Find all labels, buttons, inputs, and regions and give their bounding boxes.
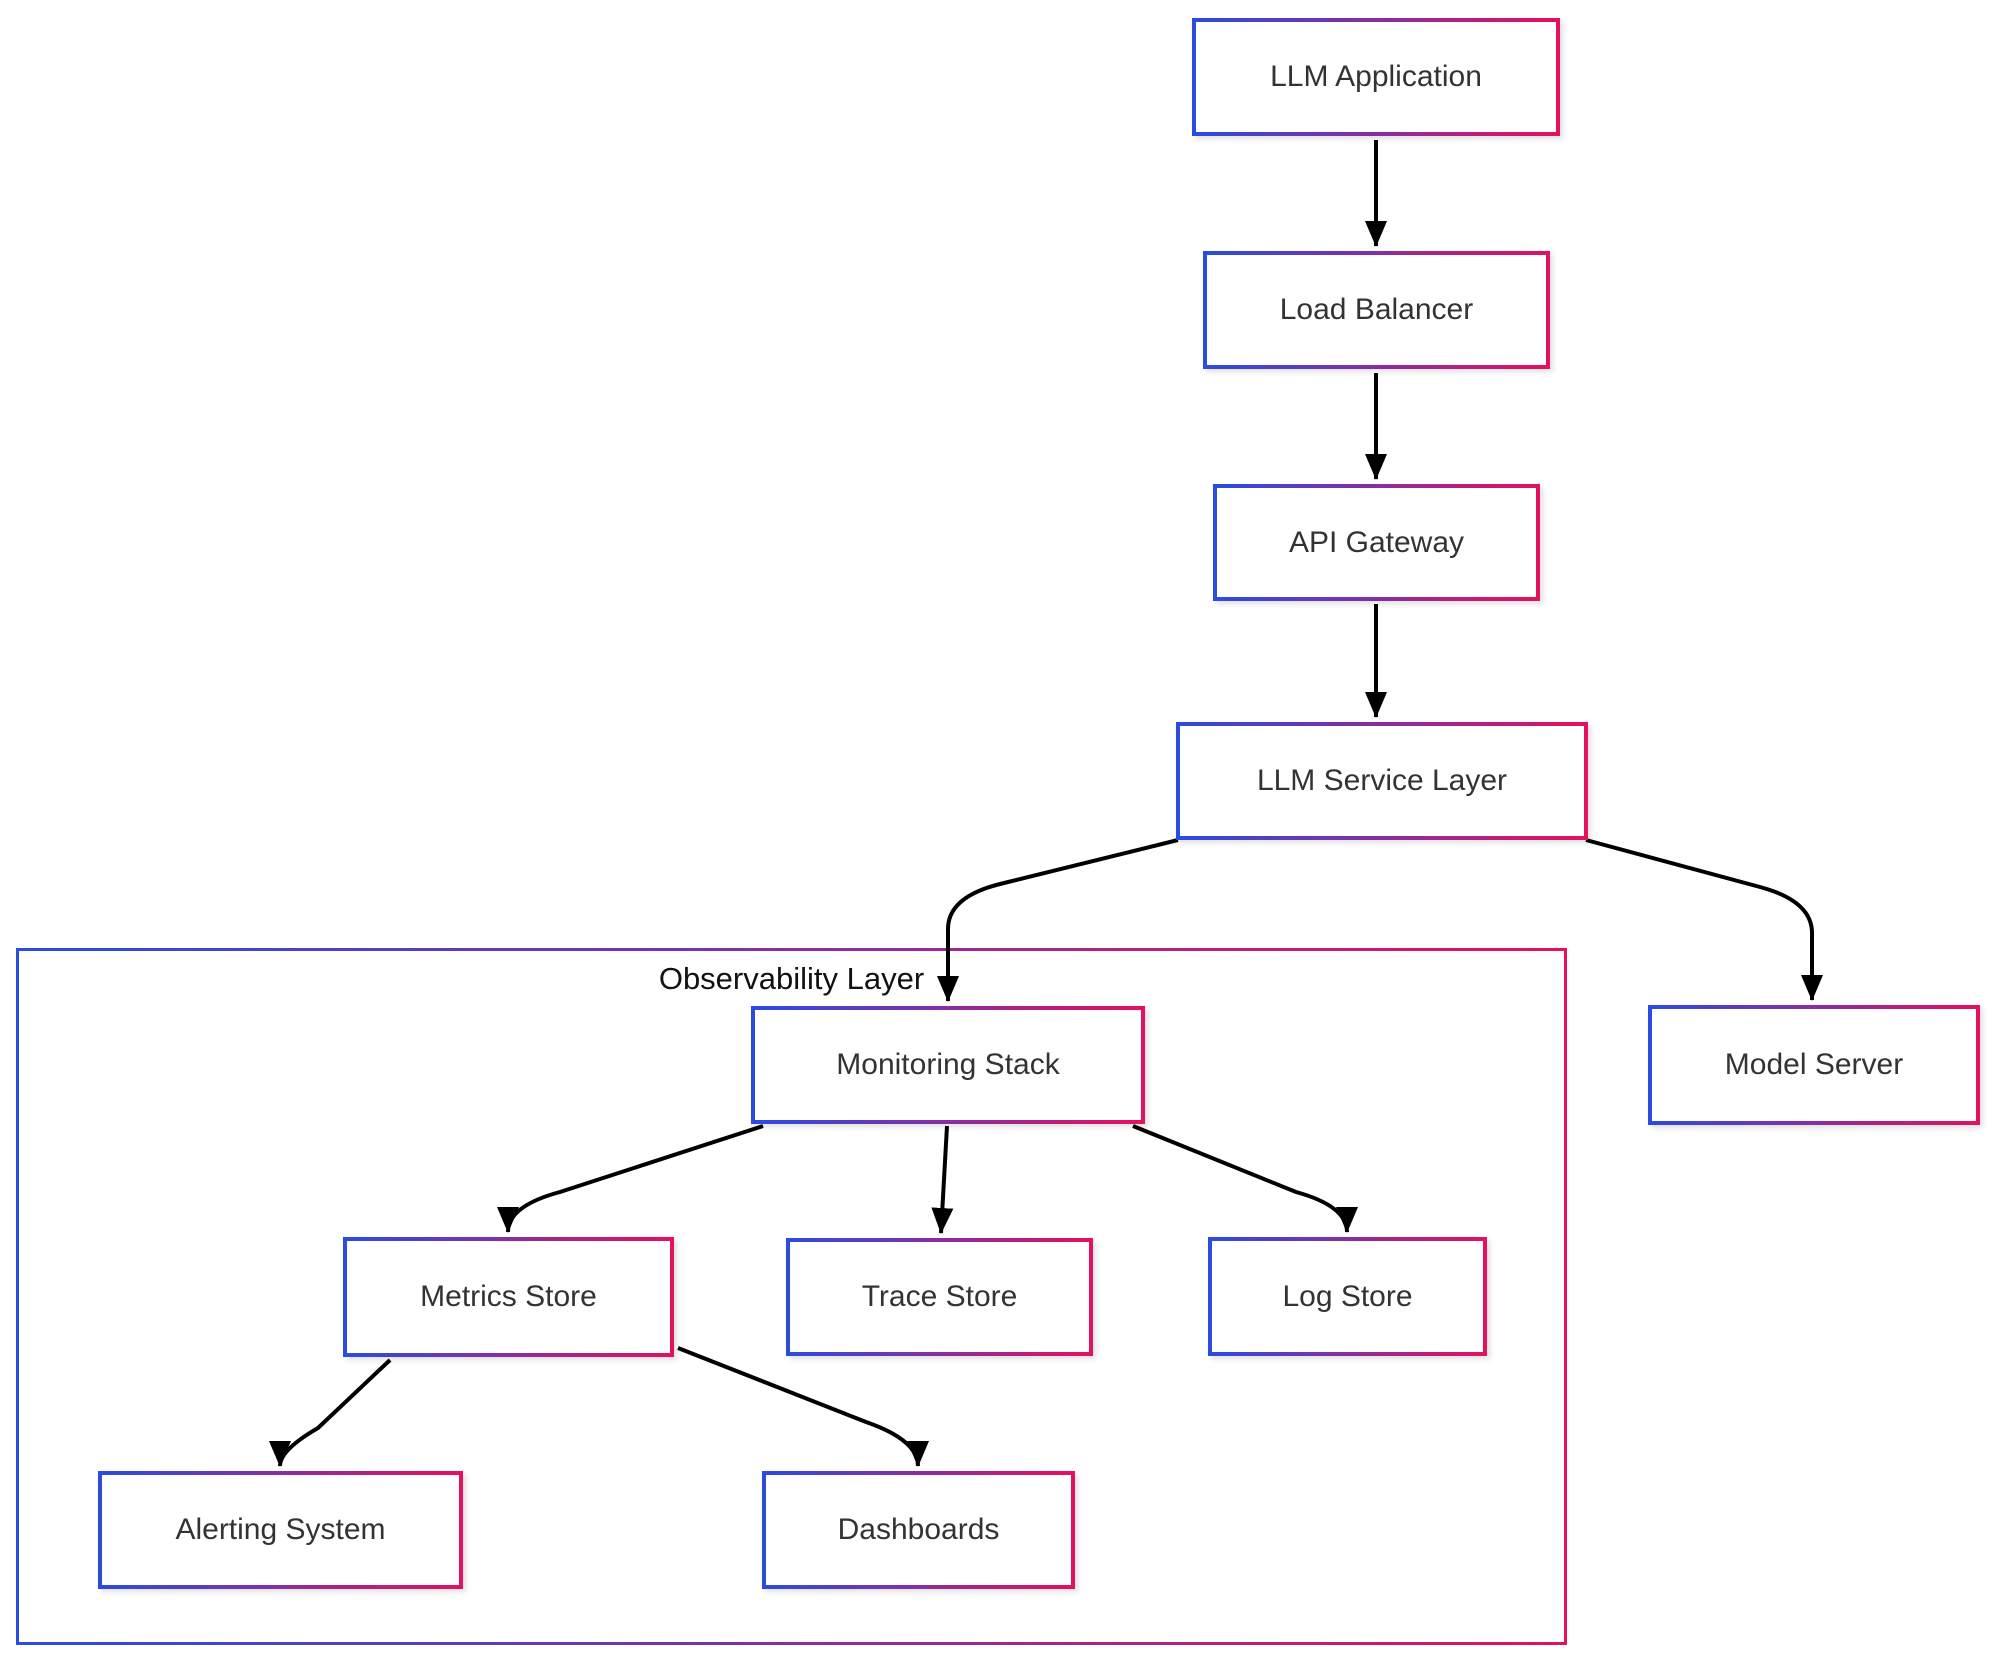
node-model-server: Model Server xyxy=(1648,1005,1980,1125)
node-llm-service-layer-label: LLM Service Layer xyxy=(1256,764,1508,797)
node-monitoring-stack: Monitoring Stack xyxy=(751,1006,1145,1124)
cluster-observability-layer-label: Observability Layer xyxy=(658,961,925,996)
node-alerting-system-label: Alerting System xyxy=(175,1513,386,1546)
node-dashboards-label: Dashboards xyxy=(837,1513,1000,1546)
edge-monitoring-stack-to-log-store xyxy=(1132,1124,1358,1233)
node-trace-store-label: Trace Store xyxy=(861,1280,1018,1313)
node-log-store-label: Log Store xyxy=(1282,1279,1413,1313)
node-llm-service-layer: LLM Service Layer xyxy=(1176,722,1588,840)
node-model-server-label: Model Server xyxy=(1724,1048,1904,1081)
node-api-gateway-label: API Gateway xyxy=(1288,525,1465,559)
node-api-gateway: API Gateway xyxy=(1213,484,1540,601)
edge-metrics-store-to-dashboards xyxy=(677,1346,929,1467)
node-monitoring-stack-label: Monitoring Stack xyxy=(836,1048,1060,1081)
node-alerting-system: Alerting System xyxy=(98,1471,463,1589)
node-llm-application-label: LLM Application xyxy=(1270,60,1482,93)
edge-metrics-store-to-alerting-system xyxy=(269,1358,392,1467)
node-llm-application: LLM Application xyxy=(1192,18,1560,136)
node-dashboards: Dashboards xyxy=(762,1471,1075,1589)
node-log-store: Log Store xyxy=(1208,1237,1487,1356)
edge-monitoring-stack-to-metrics-store xyxy=(497,1124,764,1233)
node-load-balancer: Load Balancer xyxy=(1203,251,1550,369)
node-load-balancer-label: Load Balancer xyxy=(1279,293,1474,326)
edge-monitoring-stack-to-trace-store xyxy=(931,1125,954,1234)
node-metrics-store-label: Metrics Store xyxy=(420,1280,597,1313)
node-metrics-store: Metrics Store xyxy=(343,1237,674,1357)
node-trace-store: Trace Store xyxy=(786,1238,1093,1356)
edge-llm-service-layer-to-model-server xyxy=(1585,838,1823,1001)
edge-llm-service-layer-to-monitoring-stack xyxy=(937,838,1179,1002)
